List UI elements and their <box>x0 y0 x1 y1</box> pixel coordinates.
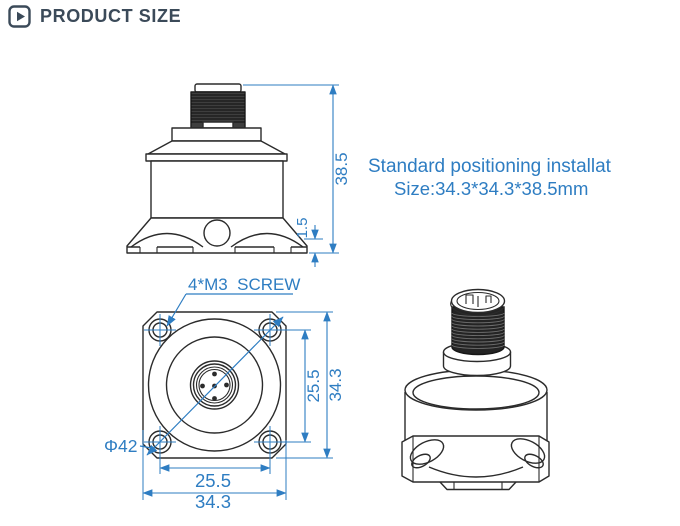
dim-body-height-label: 34.3 <box>326 368 345 401</box>
dim-total-height-label: 38.5 <box>332 152 351 185</box>
dim-hole-spacing-vertical-label: 25.5 <box>304 369 323 402</box>
note-line2: Size:34.3*34.3*38.5mm <box>394 178 588 199</box>
isometric-view-drawing <box>401 288 550 491</box>
dim-body-width-label: 34.3 <box>195 491 231 512</box>
side-view-drawing <box>126 83 308 254</box>
screw-label: 4*M3 SCREW <box>188 275 300 294</box>
note-line1: Standard positioning installat <box>368 156 612 177</box>
page-title: PRODUCT SIZE <box>40 6 182 26</box>
dim-hole-spacing-horizontal-label: 25.5 <box>195 470 231 491</box>
play-icon <box>8 5 31 28</box>
side-view-dimensions <box>243 84 339 267</box>
front-view-drawing <box>142 311 287 459</box>
diameter-label: Φ42 <box>104 436 137 456</box>
dim-flange-thickness-label: 1.5 <box>294 218 311 239</box>
front-view-dimensions <box>139 293 333 500</box>
page-header: PRODUCT SIZE <box>8 5 181 28</box>
